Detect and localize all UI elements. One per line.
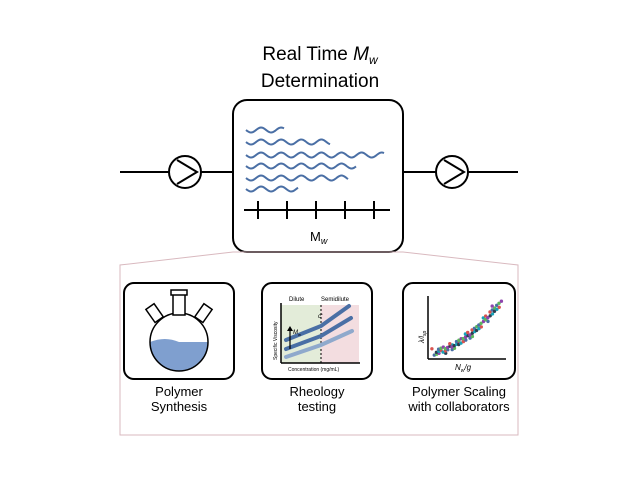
scaling-y-label: λ/lsp <box>419 331 428 344</box>
scatter-point <box>464 338 468 342</box>
scatter-point <box>479 321 483 325</box>
scaling-caption: Polymer Scaling with collaborators <box>389 384 529 414</box>
scatter-point <box>477 323 481 327</box>
scatter-point <box>472 326 477 330</box>
scatter-point <box>495 303 499 307</box>
cstar-label: c* <box>318 312 323 320</box>
title-line2: Determination <box>260 71 380 92</box>
scaling-caption-line2: with collaborators <box>408 399 510 414</box>
rheology-caption-line2: testing <box>297 399 337 414</box>
rheology-caption-line1: Rheology <box>289 384 345 399</box>
polymer-chains <box>245 126 385 193</box>
synthesis-caption-line2: Synthesis <box>150 399 208 414</box>
diagram-title: Real Time Mw Determination <box>200 44 440 93</box>
polymer-chain <box>245 174 349 182</box>
scatter-point <box>470 334 475 339</box>
scatter-point <box>466 330 470 335</box>
scatter-point <box>490 312 495 316</box>
zoom-outline <box>119 251 519 436</box>
title-symbol-sub: w <box>368 53 378 67</box>
right-pump-icon <box>435 155 469 189</box>
scatter-point <box>486 319 490 324</box>
rheology-caption: Rheology testing <box>257 384 377 414</box>
scaling-x-label: Nw/g <box>455 363 472 374</box>
mw-arrow-head <box>287 326 293 331</box>
scatter-point <box>490 304 494 308</box>
polymer-chain <box>245 126 285 134</box>
synthesis-caption-line1: Polymer <box>155 384 203 399</box>
scatter-point <box>497 301 501 305</box>
scatter-point <box>488 310 492 314</box>
scaling-scatter <box>430 299 504 357</box>
scatter-point <box>468 333 472 337</box>
scatter-point <box>492 309 497 313</box>
scatter-point <box>474 328 479 333</box>
polymer-chain <box>245 151 385 159</box>
dilute-label: Dilute <box>289 297 305 303</box>
semidilute-label: Semidilute <box>321 297 350 303</box>
scatter-point <box>479 325 483 329</box>
polymer-chain <box>245 162 357 170</box>
synthesis-caption: Polymer Synthesis <box>124 384 234 414</box>
polymer-chain <box>245 138 331 146</box>
scatter-point <box>430 347 434 351</box>
scatter-point <box>495 307 499 311</box>
rheology-x-label: Concentration (mg/mL) <box>288 367 339 373</box>
mw-axis-label: Mw <box>310 229 328 246</box>
rheology-curves <box>284 304 354 359</box>
mw-axis <box>244 201 390 219</box>
rheology-y-label: Specific Viscosity <box>273 321 279 360</box>
scatter-point <box>452 346 457 350</box>
scatter-point <box>483 317 488 322</box>
scaling-caption-line1: Polymer Scaling <box>412 384 506 399</box>
scatter-point <box>448 342 452 346</box>
scatter-point <box>497 305 501 309</box>
scaling-panel <box>402 282 516 380</box>
scatter-point <box>499 299 504 303</box>
scatter-point <box>488 314 492 318</box>
polymer-chain <box>245 185 299 193</box>
scatter-point <box>486 316 490 320</box>
left-pump-icon <box>168 155 202 189</box>
title-symbol: M <box>353 44 369 65</box>
title-prefix: Real Time <box>262 44 354 65</box>
rheology-mw-label: Mw <box>293 330 301 337</box>
